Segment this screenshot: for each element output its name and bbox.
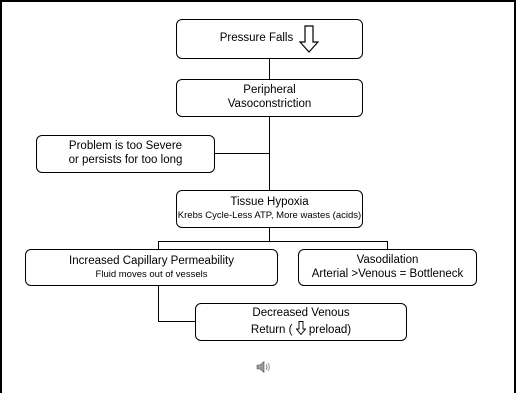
node-problem-line1: Problem is too Severe — [68, 140, 183, 153]
connector-permeability-down — [158, 285, 159, 322]
speaker-icon[interactable] — [256, 360, 272, 374]
node-peripheral-vasoconstriction: Peripheral Vasoconstriction — [176, 79, 363, 117]
node-venous-line1: Decreased Venous — [252, 306, 350, 319]
down-arrow-icon — [299, 25, 320, 53]
node-vasodilation-detail: Arterial >Venous = Bottleneck — [311, 267, 464, 280]
node-pressure-falls-label: Pressure Falls — [219, 32, 294, 45]
connector-branch-horizontal — [158, 241, 387, 242]
connector-to-venous — [158, 321, 196, 322]
node-venous-line2-before: Return ( — [250, 323, 296, 336]
node-permeability-detail: Fluid moves out of vessels — [95, 268, 208, 280]
connector-hypoxia-branch-stem — [269, 227, 270, 241]
connector-branch-right — [387, 241, 388, 250]
connector-pressure-peripheral — [269, 58, 270, 79]
node-venous-line2: Return ( preload) — [250, 320, 352, 338]
node-vasodilation-title: Vasodilation — [356, 253, 419, 266]
node-tissue-hypoxia: Tissue Hypoxia Krebs Cycle-Less ATP, Mor… — [176, 190, 363, 228]
node-problem-line2: or persists for too long — [68, 154, 183, 166]
connector-branch-left — [158, 241, 159, 250]
node-decreased-venous-return: Decreased Venous Return ( preload) — [195, 303, 407, 341]
node-peripheral-line1: Peripheral — [243, 84, 296, 97]
node-peripheral-line2: Vasoconstriction — [227, 98, 312, 110]
down-arrow-icon — [295, 320, 306, 335]
node-hypoxia-title: Tissue Hypoxia — [230, 196, 309, 209]
node-pressure-falls: Pressure Falls — [176, 19, 363, 59]
connector-problem-trunk — [214, 153, 270, 154]
node-venous-line2-after: preload) — [305, 323, 352, 336]
node-capillary-permeability: Increased Capillary Permeability Fluid m… — [25, 249, 278, 286]
node-vasodilation: Vasodilation Arterial >Venous = Bottlene… — [298, 249, 477, 286]
node-problem-severe: Problem is too Severe or persists for to… — [36, 135, 215, 173]
node-permeability-title: Increased Capillary Permeability — [69, 254, 234, 267]
node-hypoxia-detail: Krebs Cycle-Less ATP, More wastes (acids… — [177, 210, 362, 222]
